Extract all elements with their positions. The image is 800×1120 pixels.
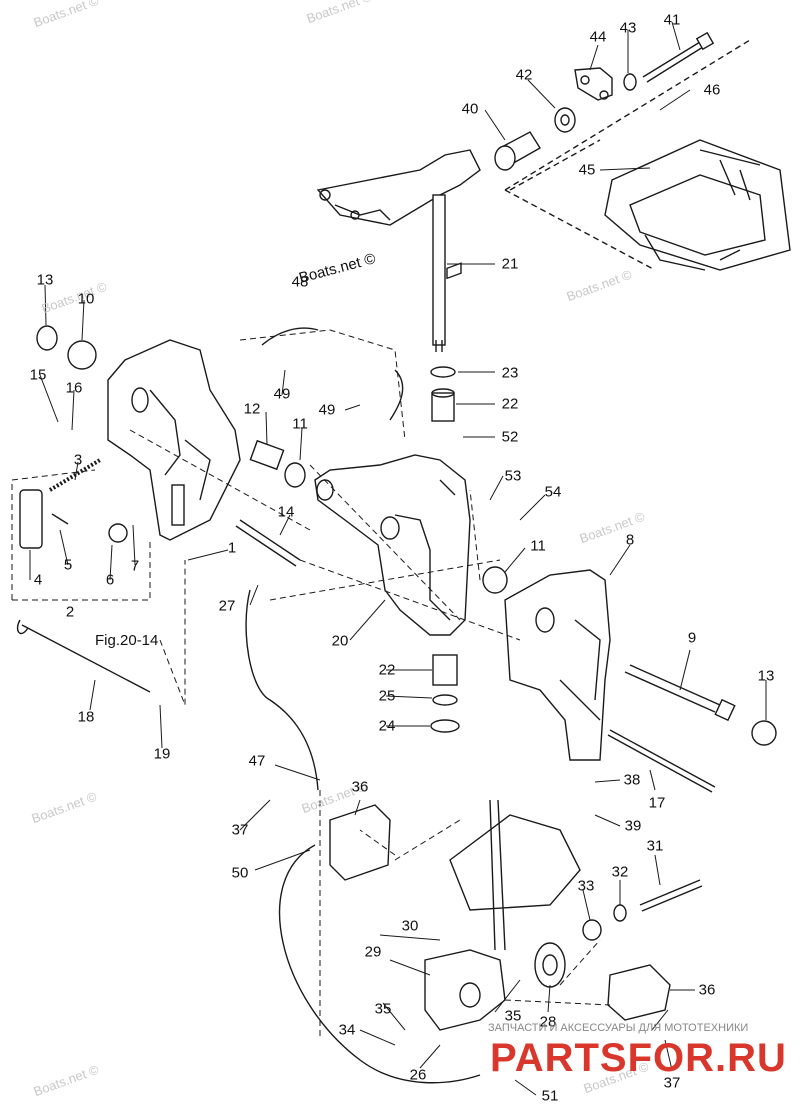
callout-34: 34 [338,1021,356,1039]
callout-1: 1 [227,539,237,557]
callout-13a: 13 [36,271,54,289]
callout-3: 3 [73,451,83,469]
callout-21: 21 [501,255,519,273]
figure-reference: Fig.20-14 [95,632,159,649]
callout-38: 38 [623,771,641,789]
callout-49a: 49 [273,385,291,403]
callout-37b: 37 [663,1074,681,1092]
part-44-bracket [574,67,613,101]
callout-35b: 35 [504,1007,522,1025]
callout-46: 46 [703,81,721,99]
callout-20: 20 [331,632,349,650]
callout-30: 30 [401,917,419,935]
callout-14: 14 [277,503,295,521]
callout-16: 16 [65,379,83,397]
callout-22b: 22 [378,661,396,679]
part-29-lower-casting [424,949,506,1031]
callout-39: 39 [624,817,642,835]
callout-42: 42 [515,66,533,84]
callout-45: 45 [578,161,596,179]
part-clamp-bracket-left [107,339,241,541]
callout-48: 48 [291,273,309,291]
callout-4: 4 [33,571,43,589]
callout-44: 44 [589,28,607,46]
callout-6: 6 [105,571,115,589]
callout-7: 7 [130,557,140,575]
callout-17: 17 [648,794,666,812]
callout-24: 24 [378,717,396,735]
callout-40: 40 [461,100,479,118]
callout-32: 32 [611,863,629,881]
shop-caption: ЗАПЧАСТИ И АКСЕССУАРЫ ДЛЯ МОТОТЕХНИКИ [488,1022,749,1034]
part-21-steering-arm [316,149,481,226]
callout-8: 8 [625,531,635,549]
callout-43: 43 [619,19,637,37]
callout-18: 18 [77,708,95,726]
shop-logo[interactable]: PARTSFOR.RU [490,1036,787,1080]
callout-11a: 11 [292,415,308,433]
callout-25: 25 [378,687,396,705]
callout-52: 52 [501,428,519,446]
callout-54: 54 [544,483,562,501]
part-8-clamp-bracket-right [504,569,611,761]
part-20-swivel-bracket [314,454,471,636]
callout-28: 28 [539,1013,557,1031]
callout-36a: 36 [351,778,369,796]
callout-35a: 35 [374,1000,392,1018]
callout-23: 23 [501,364,519,382]
callout-19: 19 [153,745,171,763]
callout-50: 50 [231,864,249,882]
callout-27: 27 [218,597,236,615]
callout-10: 10 [77,290,95,308]
engine-base [604,139,791,271]
callout-15: 15 [29,366,47,384]
callout-2: 2 [65,603,75,621]
callout-5: 5 [63,556,73,574]
callout-53: 53 [504,467,522,485]
callout-31: 31 [646,837,664,855]
callout-37a: 37 [231,821,249,839]
callout-36b: 36 [698,981,716,999]
callout-9: 9 [687,629,697,647]
callout-29: 29 [364,943,382,961]
callout-12: 12 [243,400,261,418]
callout-41: 41 [663,11,681,29]
callout-51: 51 [541,1087,559,1105]
callout-13b: 13 [757,667,775,685]
callout-47: 47 [248,752,266,770]
callout-33: 33 [577,877,595,895]
callout-49b: 49 [318,401,336,419]
callout-11b: 11 [530,537,546,555]
callout-26: 26 [409,1066,427,1084]
callout-22a: 22 [501,395,519,413]
